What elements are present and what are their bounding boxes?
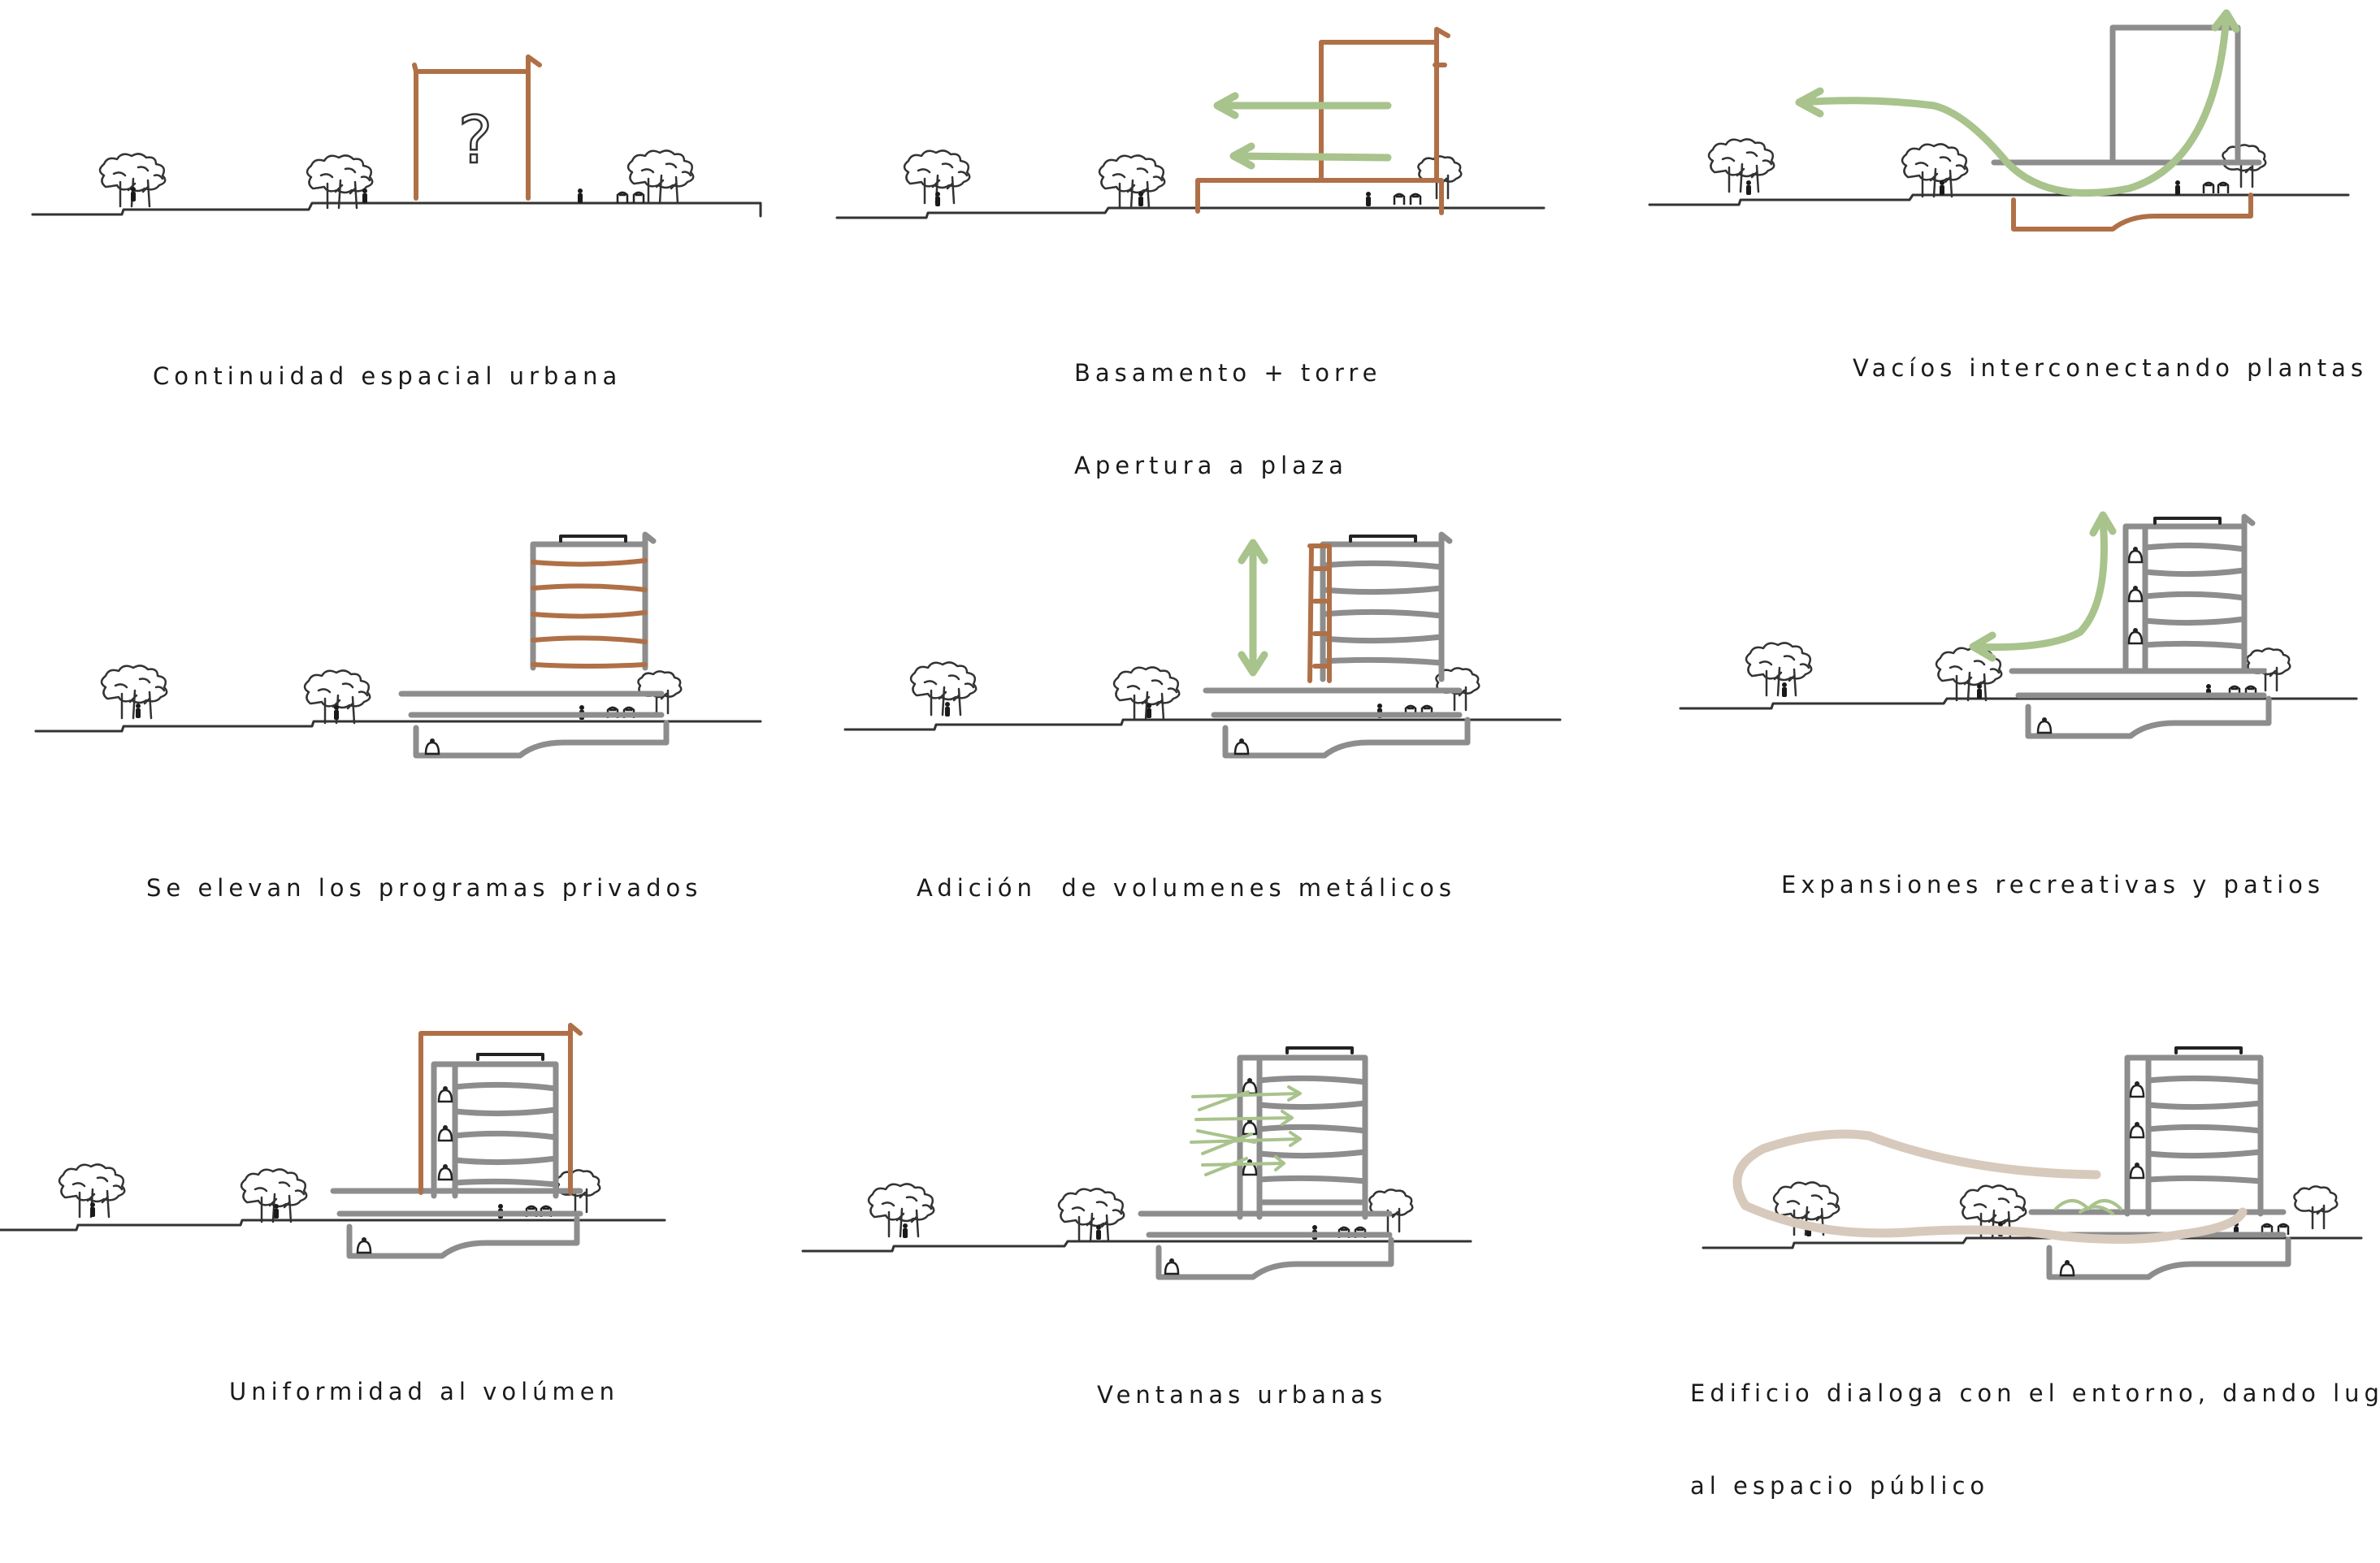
person-icon bbox=[2129, 547, 2142, 562]
person-icon bbox=[945, 702, 950, 717]
bench-icon bbox=[2218, 183, 2228, 193]
diagram-panel-6: Expansiones recreativas y patios bbox=[1658, 487, 2380, 861]
tree-icon bbox=[1746, 643, 1811, 695]
tree-icon bbox=[1369, 1189, 1412, 1232]
caption-1: Continuidad espacial urbana bbox=[153, 299, 622, 453]
panel-4-drawing bbox=[0, 487, 796, 861]
podium-outline bbox=[401, 694, 666, 756]
bench-icon bbox=[634, 193, 644, 203]
panel-5-drawing bbox=[829, 487, 1593, 861]
diagram-panel-1: ? Continuidad espacial urbana bbox=[0, 0, 796, 357]
panel-6-drawing bbox=[1658, 487, 2380, 861]
arrow-to-plaza bbox=[1217, 96, 1388, 115]
caption-4: Se elevan los programas privados bbox=[146, 811, 702, 965]
person-icon bbox=[439, 1164, 452, 1180]
bench-icon bbox=[1394, 194, 1404, 205]
tree-icon bbox=[2294, 1186, 2337, 1228]
tree-icon bbox=[2222, 145, 2265, 187]
person-icon bbox=[358, 1237, 371, 1253]
caption-8: Ventanas urbanas bbox=[1097, 1318, 1387, 1472]
diagram-panel-5: Adición de volumenes metálicos bbox=[829, 487, 1593, 861]
vertical-arrow bbox=[1242, 543, 1264, 673]
tree-icon bbox=[911, 662, 976, 715]
person-icon bbox=[2061, 1260, 2074, 1275]
window-arrows bbox=[1191, 1087, 1300, 1175]
diagram-panel-7: Uniformidad al volúmen bbox=[0, 999, 796, 1376]
void-flow-arrow bbox=[1799, 16, 2226, 193]
ground-line bbox=[33, 203, 761, 216]
person-icon bbox=[903, 1223, 908, 1238]
caption-3: Vacíos interconectando plantas bbox=[1853, 291, 2368, 445]
podium-outline bbox=[1206, 691, 1467, 756]
tree-icon bbox=[1099, 155, 1164, 208]
podium-outline bbox=[2031, 1212, 2288, 1277]
bench-icon bbox=[1411, 194, 1420, 205]
caption-7: Uniformidad al volúmen bbox=[229, 1314, 619, 1469]
person-icon bbox=[1096, 1225, 1101, 1240]
person-icon bbox=[439, 1125, 452, 1141]
person-icon bbox=[1243, 1078, 1256, 1093]
tree-icon bbox=[1709, 139, 1774, 192]
diagram-panel-8: Ventanas urbanas bbox=[796, 999, 1576, 1376]
diagram-panel-3: Vacíos interconectando plantas bbox=[1625, 0, 2373, 357]
person-icon bbox=[1243, 1119, 1256, 1134]
tree-icon bbox=[869, 1184, 934, 1236]
caption-6: Expansiones recreativas y patios bbox=[1781, 807, 2325, 962]
caption-5: Adición de volumenes metálicos bbox=[917, 811, 1456, 965]
diagram-panel-4: Se elevan los programas privados bbox=[0, 487, 796, 861]
bench-icon bbox=[2204, 183, 2213, 193]
person-icon bbox=[1243, 1159, 1256, 1175]
person-icon bbox=[2131, 1122, 2144, 1137]
person-icon bbox=[274, 1204, 279, 1219]
person-icon bbox=[1782, 682, 1787, 697]
person-icon bbox=[935, 192, 940, 206]
question-mark: ? bbox=[458, 102, 492, 178]
basement-outline bbox=[2014, 195, 2251, 229]
bench-icon bbox=[618, 193, 627, 203]
person-icon bbox=[2131, 1163, 2144, 1178]
person-icon bbox=[131, 187, 136, 201]
person-icon bbox=[578, 188, 583, 203]
person-icon bbox=[1746, 180, 1751, 195]
arrow-to-plaza bbox=[1233, 146, 1388, 166]
person-icon bbox=[362, 188, 367, 203]
person-icon bbox=[334, 705, 339, 720]
person-icon bbox=[1977, 684, 1982, 699]
tree-icon bbox=[102, 665, 167, 718]
person-icon bbox=[439, 1086, 452, 1102]
person-icon bbox=[90, 1202, 95, 1217]
person-icon bbox=[1147, 704, 1151, 718]
person-icon bbox=[136, 704, 141, 718]
person-icon bbox=[1366, 192, 1371, 206]
person-icon bbox=[1940, 180, 1944, 195]
recreation-arrow bbox=[1973, 520, 2104, 658]
person-icon bbox=[2175, 180, 2180, 195]
tower-outline bbox=[533, 535, 653, 668]
person-icon bbox=[426, 738, 439, 754]
tree-icon bbox=[1059, 1188, 1124, 1241]
person-icon bbox=[2131, 1081, 2144, 1097]
person-icon bbox=[2129, 628, 2142, 643]
person-icon bbox=[1138, 192, 1143, 206]
diagram-panel-9: Edificio dialoga con el entorno, dando l… bbox=[1674, 999, 2380, 1376]
private-programs bbox=[533, 561, 645, 666]
person-icon bbox=[2129, 586, 2142, 601]
person-icon bbox=[1165, 1258, 1178, 1274]
tree-icon bbox=[1902, 144, 1967, 197]
diagram-panel-2: Basamento + torre Apertura a plaza bbox=[829, 0, 1576, 374]
caption-9: Edificio dialoga con el entorno, dando l… bbox=[1690, 1316, 2380, 1563]
person-icon bbox=[2038, 717, 2051, 733]
person-icon bbox=[1235, 738, 1248, 754]
